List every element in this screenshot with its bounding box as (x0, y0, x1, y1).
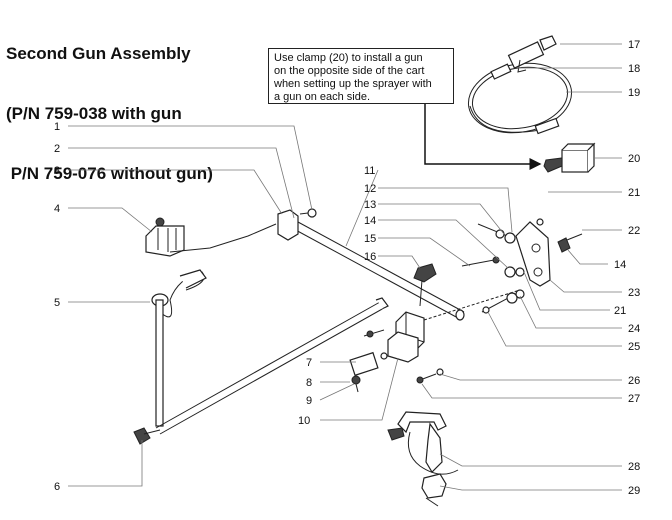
callout-labels: 1 2 3 4 5 6 7 8 9 10 11 12 13 14 15 16 1… (54, 39, 640, 497)
lower-bar-icon (133, 297, 389, 445)
clamp-icon (543, 142, 596, 173)
note-line-2: on the opposite side of the cart (274, 65, 425, 77)
gun-holder-icon (145, 217, 277, 257)
callout-26: 26 (628, 375, 640, 387)
callout-17: 17 (628, 39, 640, 51)
callout-8: 8 (306, 377, 312, 389)
note-line-1: Use clamp (20) to install a gun (274, 52, 423, 64)
spray-gun-hose-icon (467, 35, 573, 135)
cross-bar-icon (291, 221, 465, 321)
callout-29: 29 (628, 485, 640, 497)
callout-2: 2 (54, 143, 60, 155)
bracket-icon (277, 208, 317, 241)
pivot-arm-icon (423, 218, 583, 321)
callout-7: 7 (306, 357, 312, 369)
callout-11: 11 (364, 165, 375, 177)
note-line-4: a gun on each side. (274, 91, 371, 103)
title-line-1: Second Gun Assembly (6, 44, 191, 63)
callout-3: 3 (54, 165, 60, 177)
callout-18: 18 (628, 63, 640, 75)
diagram-title: Second Gun Assembly (P/N 759-038 with gu… (6, 4, 213, 204)
callout-21-top: 21 (628, 187, 640, 199)
callout-23: 23 (628, 287, 640, 299)
note-arrow (424, 104, 542, 170)
installation-note: Use clamp (20) to install a gun on the o… (268, 48, 454, 104)
bolt-icon (416, 368, 444, 384)
knob-icon (413, 263, 437, 307)
center-mount-icon (349, 311, 425, 393)
leader-lines (68, 43, 622, 491)
callout-4: 4 (54, 203, 60, 215)
callout-6: 6 (54, 481, 60, 493)
callout-13: 13 (364, 199, 376, 211)
note-line-3: when setting up the sprayer with (274, 78, 432, 90)
title-line-2: (P/N 759-038 with gun (6, 104, 182, 123)
callout-10: 10 (298, 415, 310, 427)
callout-28: 28 (628, 461, 640, 473)
callout-15: 15 (364, 233, 376, 245)
callout-27: 27 (628, 393, 640, 405)
callout-25: 25 (628, 341, 640, 353)
title-line-3: P/N 759-076 without gun) (6, 164, 213, 183)
callout-9: 9 (306, 395, 312, 407)
callout-14-left: 14 (364, 215, 376, 227)
callout-21-bottom: 21 (614, 305, 626, 317)
callout-16: 16 (364, 251, 376, 263)
spray-gun-icon (387, 411, 459, 507)
callout-22: 22 (628, 225, 640, 237)
callout-24: 24 (628, 323, 640, 335)
callout-20: 20 (628, 153, 640, 165)
callout-5: 5 (54, 297, 60, 309)
callout-14-right: 14 (614, 259, 626, 271)
callout-19: 19 (628, 87, 640, 99)
callout-12: 12 (364, 183, 376, 195)
callout-1: 1 (54, 121, 60, 133)
